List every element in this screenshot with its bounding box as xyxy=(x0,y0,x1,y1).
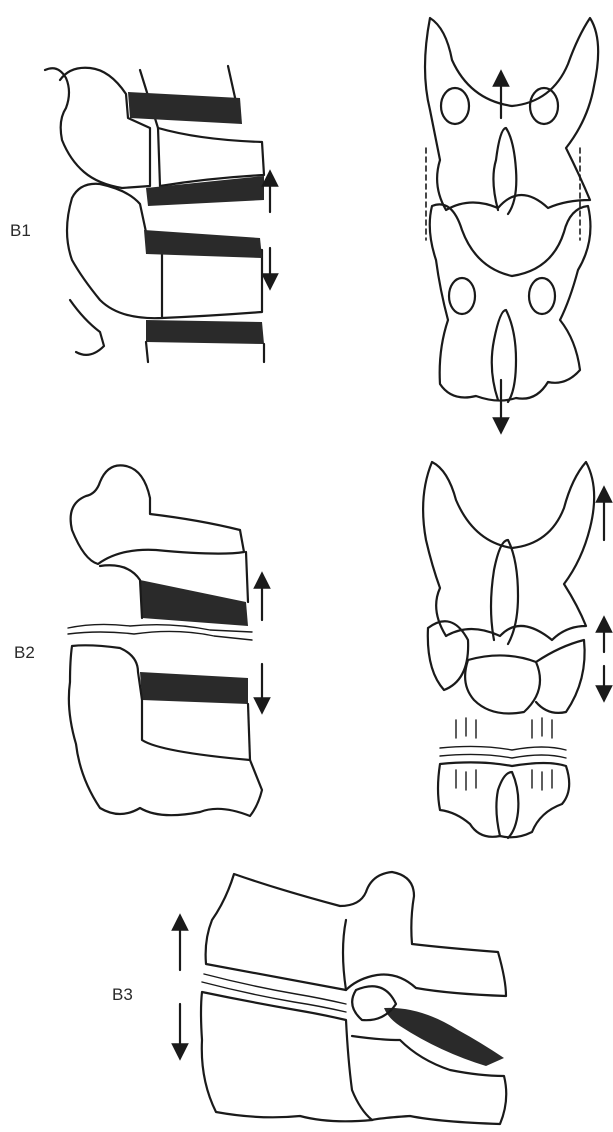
label-b2: B2 xyxy=(14,643,35,662)
b2-lower-vertebral-body xyxy=(69,645,262,816)
b2-posterior-fracture-lower xyxy=(440,754,566,758)
b1-disc-3 xyxy=(144,230,262,258)
b3-fracture-line-upper xyxy=(204,974,346,1004)
b2-posterior-fracture-upper xyxy=(440,746,566,750)
b1-upper-vertebral-body xyxy=(45,68,150,188)
label-b3: B3 xyxy=(112,985,133,1004)
b1-lateral-view xyxy=(45,66,270,362)
b1-disc-1 xyxy=(128,92,242,124)
label-b1: B1 xyxy=(10,221,31,240)
b1-disc-4 xyxy=(146,320,264,344)
b1-posterior-view xyxy=(425,18,598,426)
b2-upper-vertebral-body xyxy=(71,465,244,564)
b2-disc-lower xyxy=(140,672,248,704)
b3-upper-vertebral-body xyxy=(206,872,506,996)
b2-lateral-view xyxy=(68,465,262,816)
b2-posterior-view xyxy=(423,462,604,838)
b2-disc-upper xyxy=(140,580,248,626)
b2-posterior-lower-vertebra xyxy=(438,762,569,837)
b2-fracture-line-lower xyxy=(68,631,252,640)
b1-posterior-upper-vertebra xyxy=(425,18,598,210)
b1-posterior-lower-vertebra xyxy=(430,204,591,400)
b2-posterior-upper-vertebra xyxy=(423,462,594,640)
b3-lateral-view xyxy=(180,872,506,1124)
b2-fracture-line-upper xyxy=(68,624,252,632)
b3-disc-wedge xyxy=(384,1008,504,1066)
